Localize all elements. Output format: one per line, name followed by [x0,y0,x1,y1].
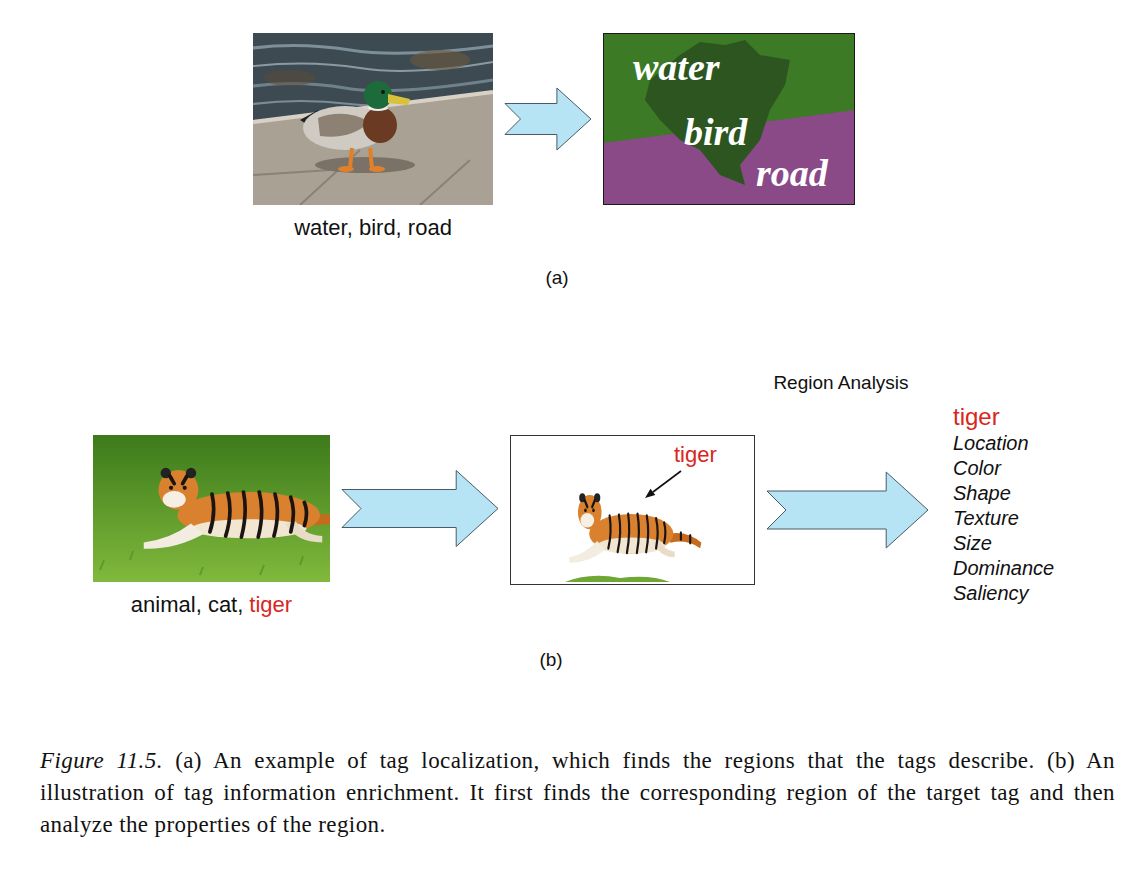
tiger-photo-part [144,468,330,549]
region-tag: water [633,48,720,86]
property-item: Texture [953,506,1055,531]
duck-photo-part [369,166,385,172]
leader-arrow-part [653,471,681,492]
region-box: tiger [510,435,755,585]
tiger-cutout-part [565,576,670,582]
caption-number: Figure 11.5. [40,748,163,773]
duck-photo-part [410,50,470,70]
tiger-photo [93,435,330,582]
duck-photo-part [253,92,493,205]
duck-photo-part [363,107,397,143]
property-item: Location [953,431,1055,456]
tag-caption: water, bird, road [294,215,452,241]
duck-photo-part [364,81,392,109]
duck-photo-part [388,94,410,105]
property-item: tiger [953,403,1055,431]
photo-frame: animal, cat,tiger [93,435,330,582]
panel-label: (a) [545,267,568,289]
property-item: Size [953,531,1055,556]
property-item: Color [953,456,1055,481]
caption-body: (a) An example of tag localization, whic… [40,748,1115,837]
duck-photo [253,33,493,205]
photo-frame: water, bird, road [253,33,493,205]
stage-label: Region Analysis [773,372,908,394]
duck-photo-part [350,148,372,168]
duck-photo-part [420,160,470,205]
region-tag: road [756,154,828,192]
panel-label: (b) [539,649,562,671]
flow-arrow [767,472,928,548]
duck-photo-part [315,157,415,173]
flow-arrow [342,471,498,547]
tiger-cutout [565,493,701,582]
tag-label: tiger [674,442,717,468]
duck-photo-part [381,90,385,94]
tag-caption: tiger [249,592,292,618]
segmentation-map [603,33,855,205]
duck-photo-part [338,166,354,172]
duck-photo-part [264,70,316,86]
caption-row: water, bird, road [294,215,452,241]
figure-caption: Figure 11.5. (a) An example of tag local… [40,745,1115,841]
flow-arrow [505,88,591,150]
tag-caption: animal, cat, [131,592,244,618]
segmentation-map-part [603,33,855,205]
tiger-photo-part [100,551,303,575]
leader-arrow [645,471,681,498]
caption-row: animal, cat,tiger [131,592,292,618]
region-tag: bird [684,113,747,151]
duck-photo-part [253,170,330,175]
tiger-cutout-part [569,493,701,562]
property-item: Dominance [953,556,1055,581]
property-item: Shape [953,481,1055,506]
duck-photo-part [253,33,493,205]
leader-arrow-part [645,489,655,498]
duck-photo-part [318,114,370,137]
segmentation-box: water birdroad [603,33,855,205]
property-list: tigerLocationColorShapeTextureSizeDomina… [940,403,1055,606]
property-item: Saliency [953,581,1055,606]
